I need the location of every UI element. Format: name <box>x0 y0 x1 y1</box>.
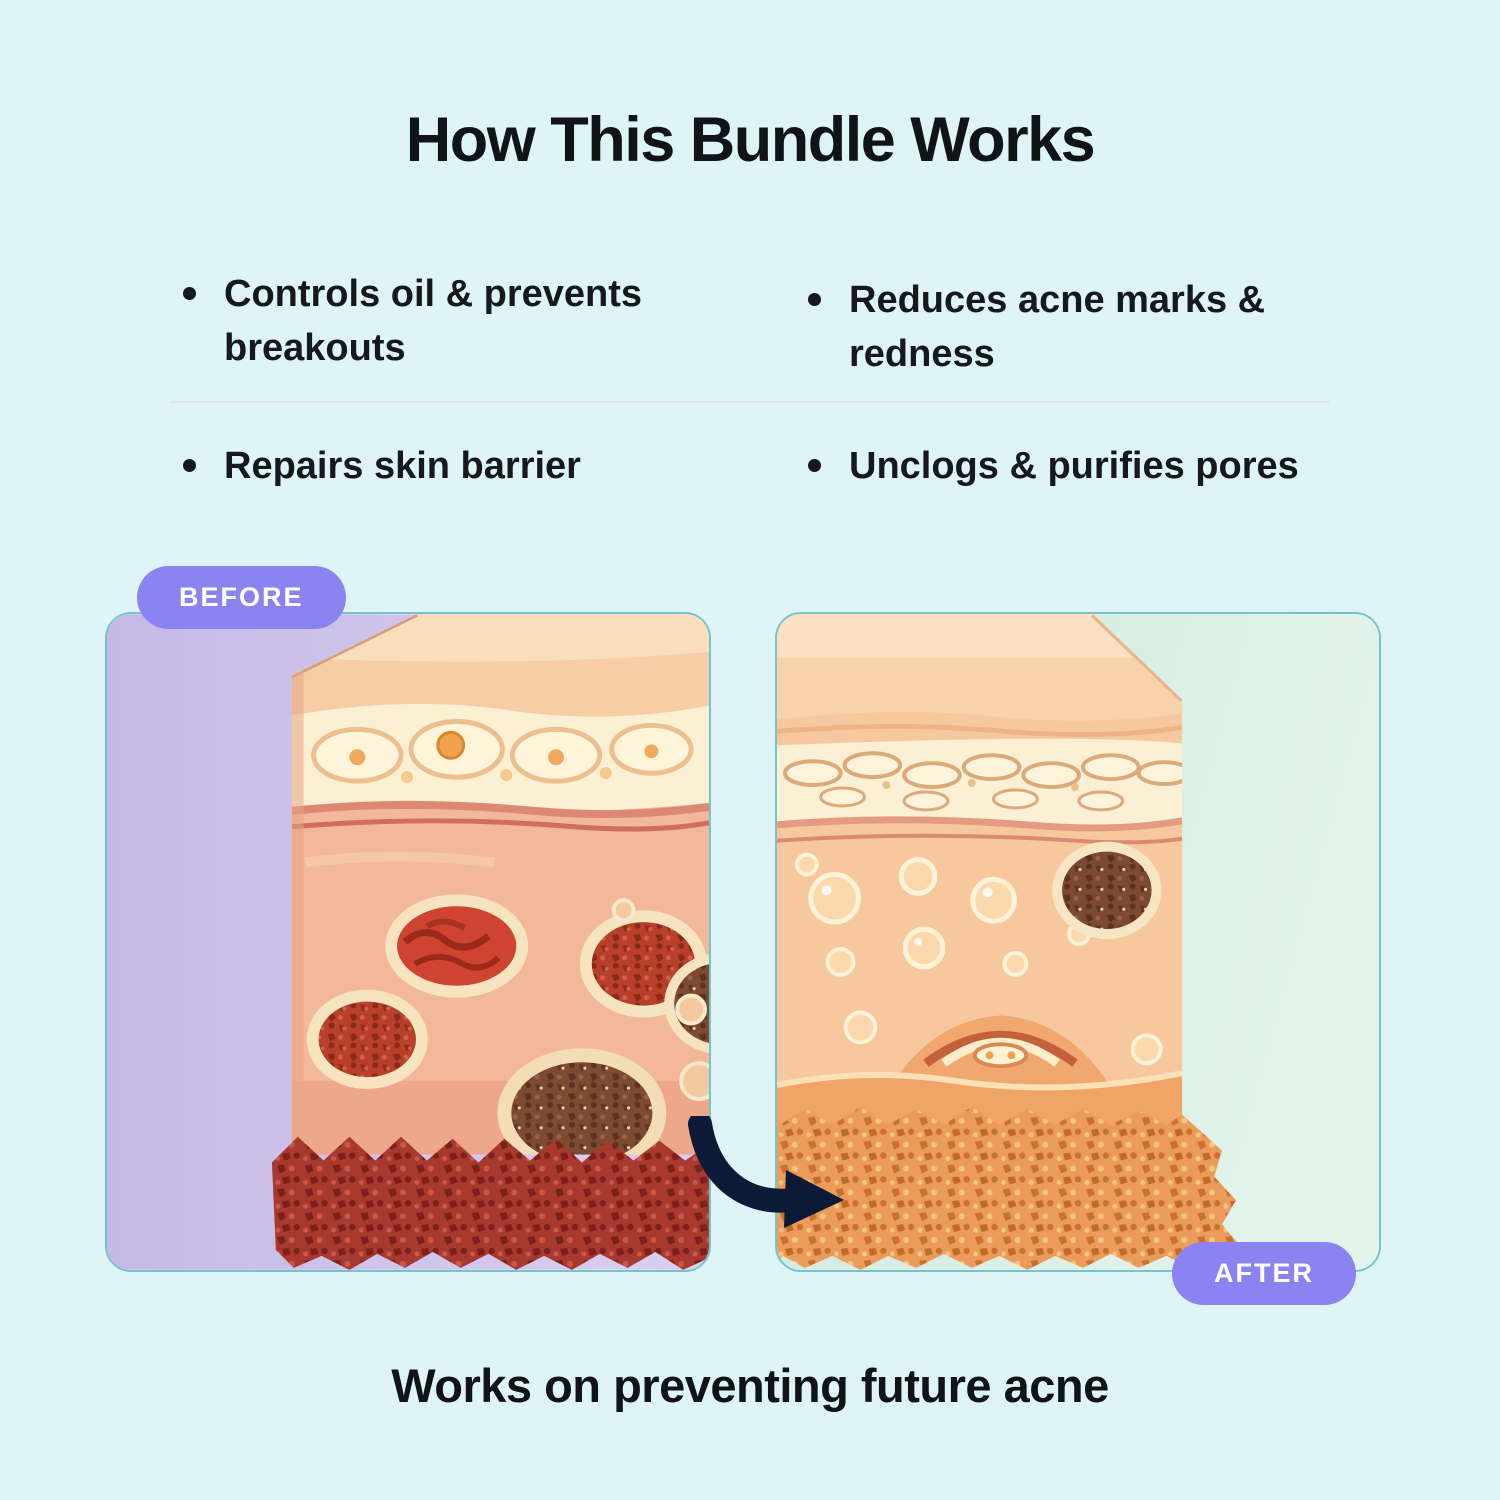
benefit-item: Repairs skin barrier <box>183 440 803 494</box>
caption: Works on preventing future acne <box>391 1359 1109 1412</box>
benefit-item: Unclogs & purifies pores <box>808 440 1428 494</box>
bullet-dot <box>808 459 821 472</box>
benefit-label: Controls oil & prevents breakouts <box>224 273 643 369</box>
benefit-item: Reduces acne marks & redness <box>808 274 1318 382</box>
benefit-item: Controls oil & prevents breakouts <box>183 268 653 376</box>
arrow-right-icon <box>688 1116 844 1228</box>
bullet-dot <box>808 293 821 306</box>
bullet-dot <box>183 459 196 472</box>
benefit-label: Unclogs & purifies pores <box>849 445 1299 487</box>
before-badge: BEFORE <box>137 566 346 629</box>
before-panel <box>105 612 711 1272</box>
page-title: How This Bundle Works <box>405 105 1096 175</box>
benefit-label: Repairs skin barrier <box>224 445 581 487</box>
after-badge: AFTER <box>1172 1242 1356 1305</box>
after-skin-illustration <box>777 614 1379 1270</box>
benefit-label: Reduces acne marks & redness <box>849 279 1266 375</box>
benefits-divider <box>170 401 1330 403</box>
bullet-dot <box>183 287 196 300</box>
after-panel <box>775 612 1381 1272</box>
before-skin-illustration <box>107 614 709 1270</box>
